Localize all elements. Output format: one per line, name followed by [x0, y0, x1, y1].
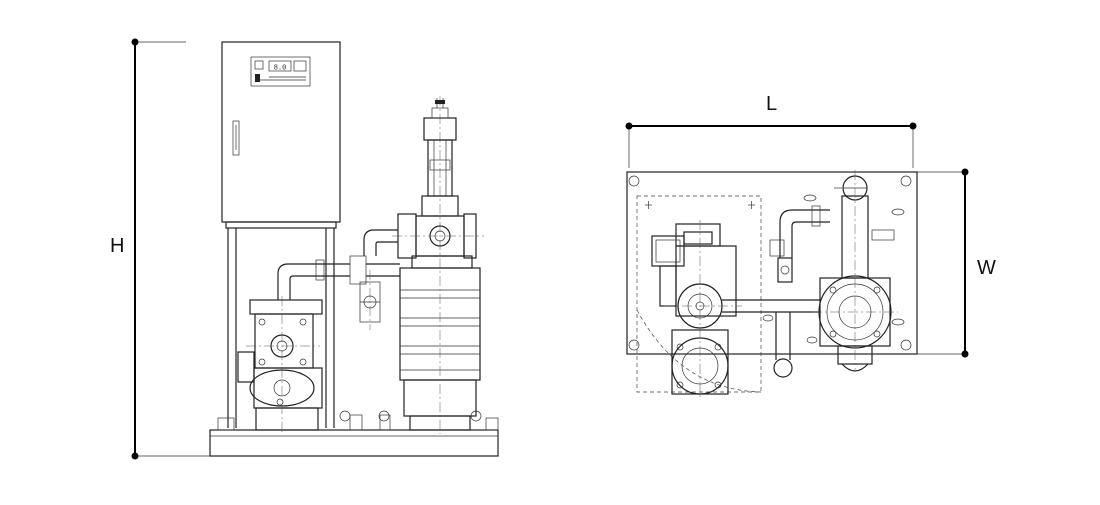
base-plate [209, 429, 499, 457]
width-dimension [917, 168, 969, 358]
width-label: W [977, 257, 996, 279]
connecting-pipe [277, 229, 400, 330]
base-outline [626, 171, 918, 355]
front-view: 8.0 [209, 41, 499, 457]
left-pump [237, 296, 323, 434]
pressure-tank [399, 96, 481, 434]
door-handle [232, 120, 240, 156]
height-dimension [131, 38, 212, 460]
height-label: H [110, 235, 125, 257]
top-view [626, 170, 918, 398]
control-panel [250, 56, 311, 87]
digital-display [268, 60, 292, 72]
length-label: L [766, 93, 778, 115]
tank-top [812, 170, 898, 372]
cabinet-footprint [636, 195, 762, 393]
display-reading: 8.0 [274, 65, 287, 73]
top-pipe [722, 205, 830, 378]
valve-assembly [392, 98, 484, 259]
left-pump-top [651, 220, 742, 398]
length-dimension [625, 122, 917, 168]
